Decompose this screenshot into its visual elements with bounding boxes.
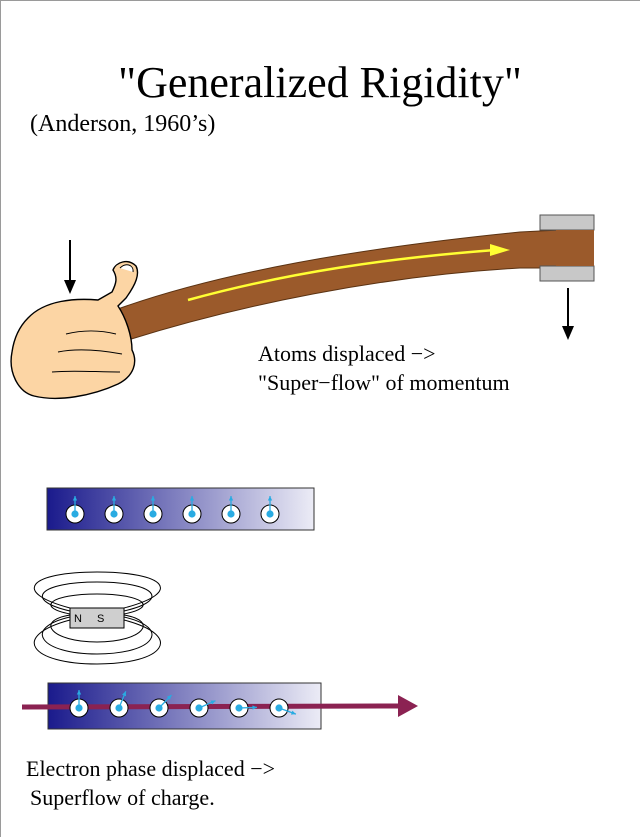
frame-edge-left bbox=[0, 0, 1, 837]
rod-caption: Atoms displaced −> "Super−flow" of momen… bbox=[258, 339, 510, 397]
electron-caption-line-2: Superflow of charge. bbox=[30, 785, 215, 810]
aligned-spin-atom bbox=[260, 496, 280, 524]
reaction-arrow-icon bbox=[562, 288, 574, 340]
aligned-spin-atom bbox=[65, 496, 85, 524]
phase-spin-atom bbox=[189, 698, 216, 718]
aligned-spin-atom bbox=[104, 496, 124, 524]
hand-icon bbox=[10, 260, 139, 400]
magnet-south-label: S bbox=[97, 613, 104, 625]
push-arrow-icon bbox=[64, 240, 76, 294]
bar-magnet: N S bbox=[33, 571, 161, 665]
aligned-spin-row bbox=[65, 496, 280, 524]
phase-spin-row bbox=[69, 690, 297, 718]
magnet-north-label: N bbox=[74, 613, 82, 625]
rod-caption-line-2: "Super−flow" of momentum bbox=[258, 370, 510, 395]
phase-spin-atom bbox=[109, 691, 129, 718]
aligned-spin-atom bbox=[182, 496, 202, 524]
phase-spin-atom bbox=[269, 698, 297, 718]
rod-caption-line-1: Atoms displaced −> bbox=[258, 341, 436, 366]
clamp bbox=[539, 214, 595, 282]
phase-spin-atom bbox=[149, 694, 172, 718]
momentum-flow-arrow-icon bbox=[187, 244, 510, 302]
phase-spin-atom bbox=[229, 698, 258, 718]
page-subtitle: (Anderson, 1960’s) bbox=[30, 111, 216, 137]
aligned-spin-atom bbox=[221, 496, 241, 524]
phase-spin-atom bbox=[69, 690, 89, 718]
aligned-spin-atom bbox=[143, 496, 163, 524]
page-title: "Generalized Rigidity" bbox=[118, 58, 522, 107]
electron-caption: Electron phase displaced −> Superflow of… bbox=[26, 754, 275, 812]
electron-caption-line-1: Electron phase displaced −> bbox=[26, 756, 276, 781]
frame-edge-top bbox=[0, 0, 640, 1]
